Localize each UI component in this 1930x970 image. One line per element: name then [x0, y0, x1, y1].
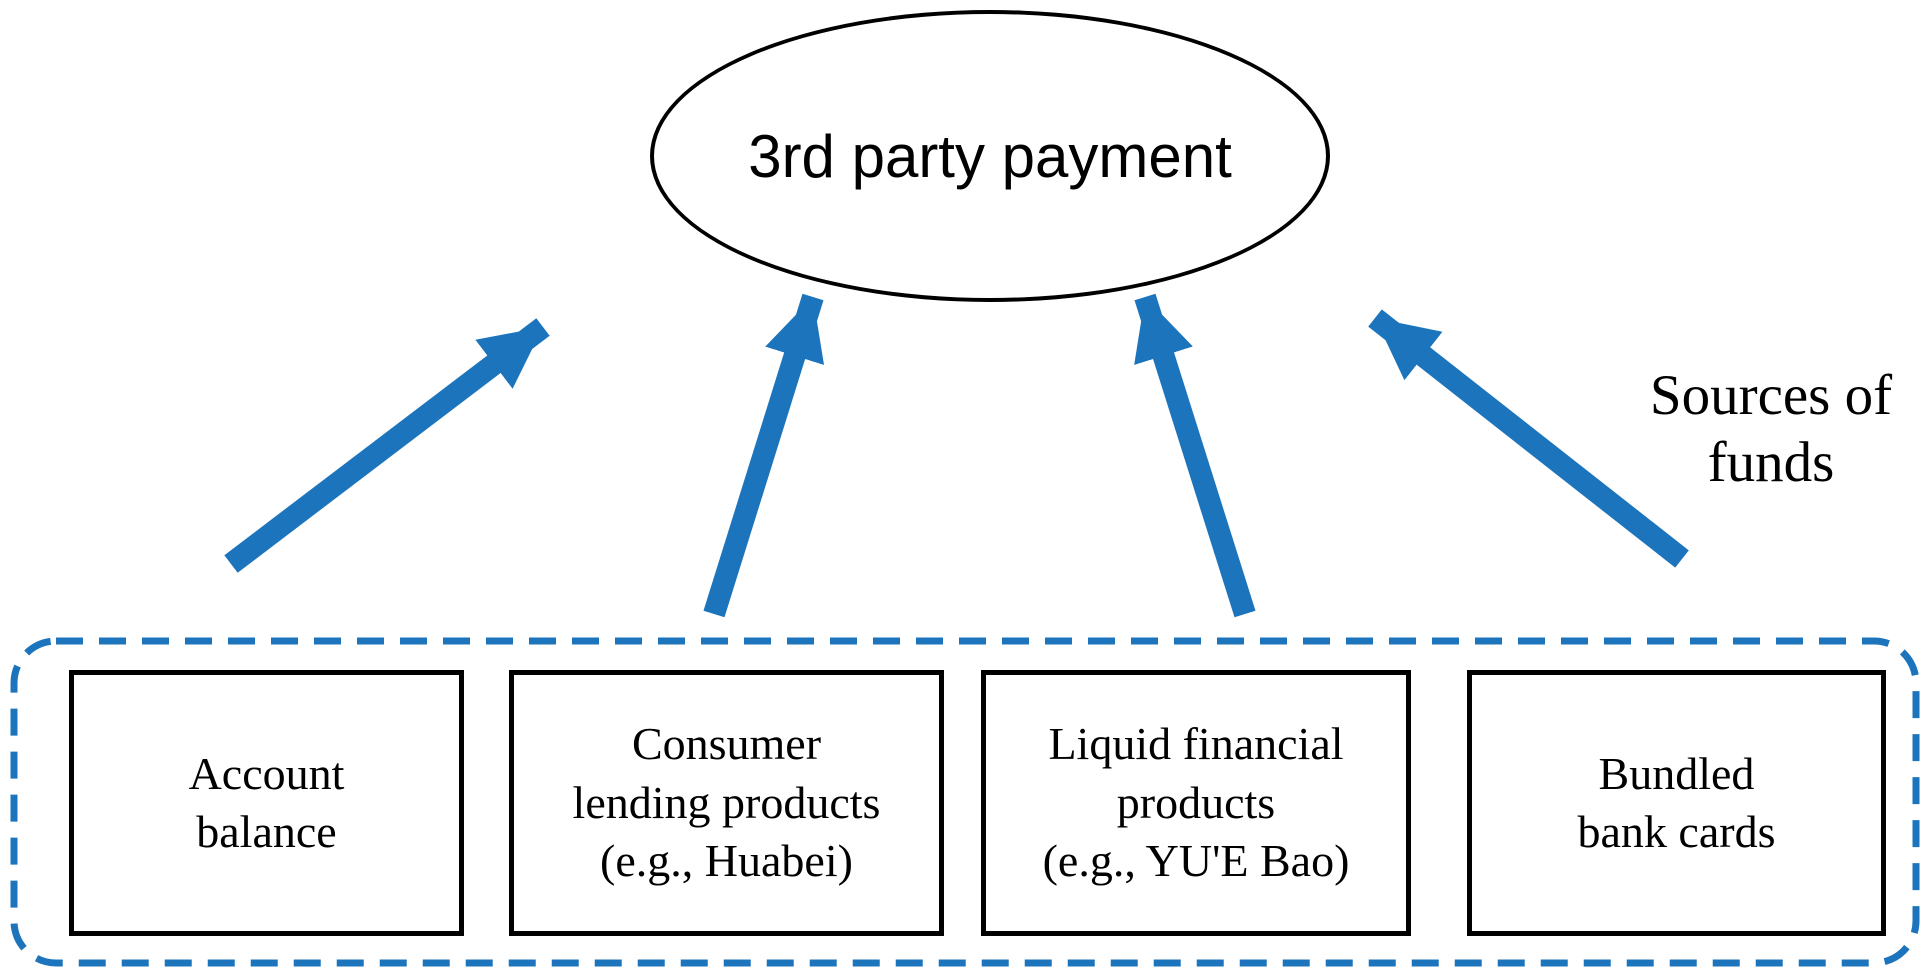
arrow-consumer-lending-to-payment: [703, 293, 825, 618]
box-label-line: bank cards: [1577, 806, 1776, 857]
sources-of-funds-line1: Sources of: [1649, 364, 1893, 427]
arrow-account-balance-to-payment: [224, 318, 550, 573]
box-label-line: (e.g., YU'E Bao): [1042, 835, 1350, 887]
box-label-line: Account: [188, 747, 345, 799]
arrow-liquid-financial-to-payment: [1134, 293, 1256, 618]
sources-of-funds-line2: funds: [1707, 431, 1835, 495]
box-label-line: Bundled: [1598, 747, 1755, 799]
box-bundled-bank-cards: Bundled bank cards: [1467, 670, 1886, 936]
arrow-bundled-cards-to-payment: [1368, 309, 1689, 568]
box-label-line: Consumer: [631, 718, 822, 770]
box-label-line: Liquid financial: [1048, 718, 1344, 770]
box-consumer-lending-products: Consumer lending products (e.g., Huabei): [509, 670, 944, 936]
box-liquid-financial-products: Liquid financial products (e.g., YU'E Ba…: [981, 670, 1411, 936]
box-account-balance-label: Account balance: [189, 745, 345, 862]
node-3rd-party-payment: 3rd party payment: [650, 10, 1330, 302]
box-bundled-bank-cards-label: Bundled bank cards: [1578, 745, 1776, 862]
node-3rd-party-payment-label: 3rd party payment: [748, 122, 1232, 190]
box-label-line: balance: [196, 806, 337, 857]
box-liquid-financial-products-label: Liquid financial products (e.g., YU'E Ba…: [1043, 715, 1350, 890]
box-label-line: lending products: [572, 776, 881, 828]
sources-of-funds-label: Sources of funds: [1615, 362, 1927, 497]
box-consumer-lending-products-label: Consumer lending products (e.g., Huabei): [573, 715, 881, 890]
sources-container-border: [10, 637, 1920, 967]
box-label-line: (e.g., Huabei): [600, 835, 853, 887]
box-label-line: products: [1116, 776, 1276, 828]
box-account-balance: Account balance: [69, 670, 464, 936]
